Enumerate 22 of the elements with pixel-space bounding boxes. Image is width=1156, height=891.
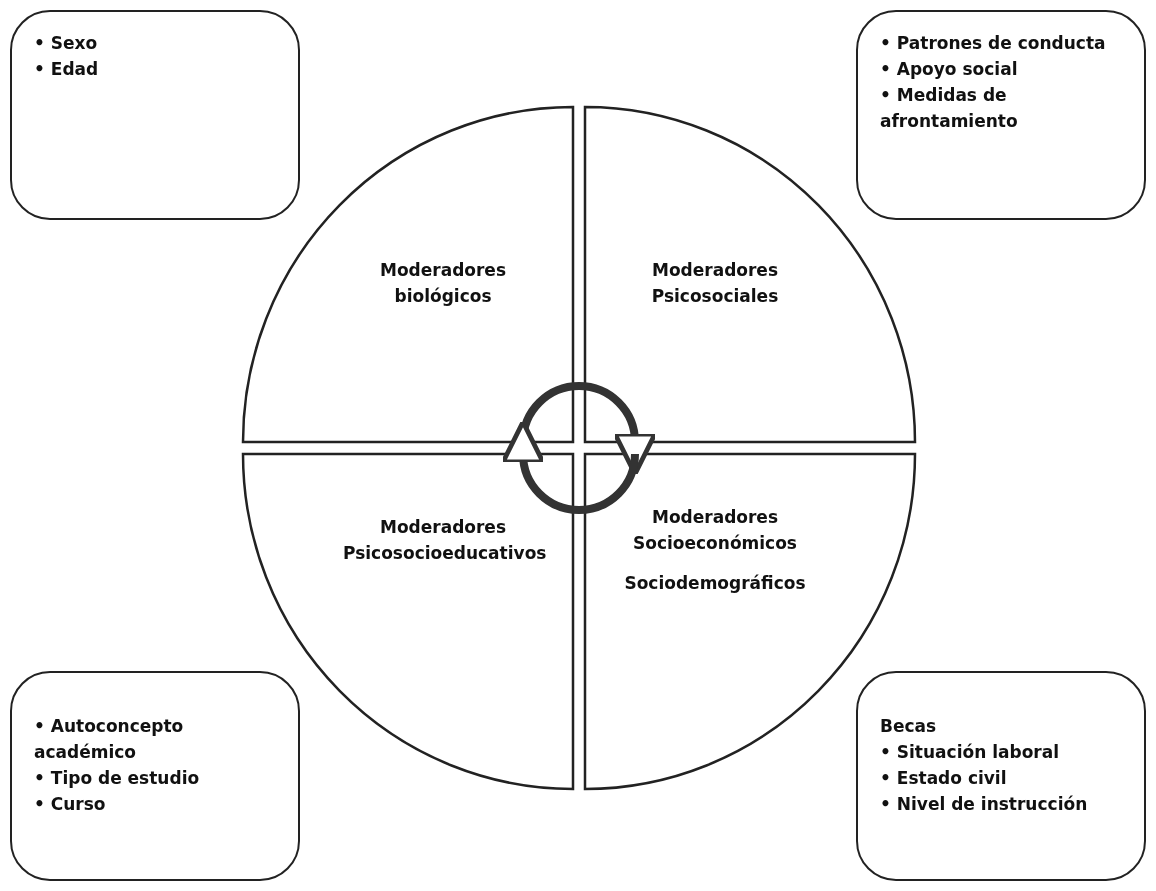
- rounded-panel: [10, 671, 300, 881]
- bullet-item: • Sexo: [34, 32, 98, 55]
- bullet-item: Becas: [880, 715, 937, 738]
- rounded-panel: [10, 10, 300, 220]
- bullet-item: • Patrones de conducta: [880, 32, 1106, 55]
- quadrant-title: Moderadores biológicos: [379, 259, 507, 308]
- bullet-item: • Estado civil: [880, 767, 1007, 790]
- quadrant-title: Moderadores Socioeconómicos: [632, 506, 798, 555]
- curved-arrow: [501, 419, 639, 514]
- quadrant-title: Moderadores Psicosociales: [650, 259, 780, 308]
- bullet-item: • Nivel de instrucción: [880, 793, 1088, 816]
- bullet-item: • Apoyo social: [880, 58, 1018, 81]
- bullet-item: • Medidas de afrontamiento: [880, 84, 1019, 133]
- bullet-item: • Edad: [34, 58, 99, 81]
- bullet-item: • Curso: [34, 793, 106, 816]
- quadrant-title: Sociodemográficos: [624, 572, 806, 595]
- bullet-item: • Situación laboral: [880, 741, 1059, 764]
- bullet-item: • Tipo de estudio: [34, 767, 200, 790]
- rounded-panel: [856, 10, 1146, 220]
- bullet-item: • Autoconcepto académico: [34, 715, 185, 764]
- curved-arrow: [519, 382, 657, 477]
- rounded-panel: [856, 671, 1146, 881]
